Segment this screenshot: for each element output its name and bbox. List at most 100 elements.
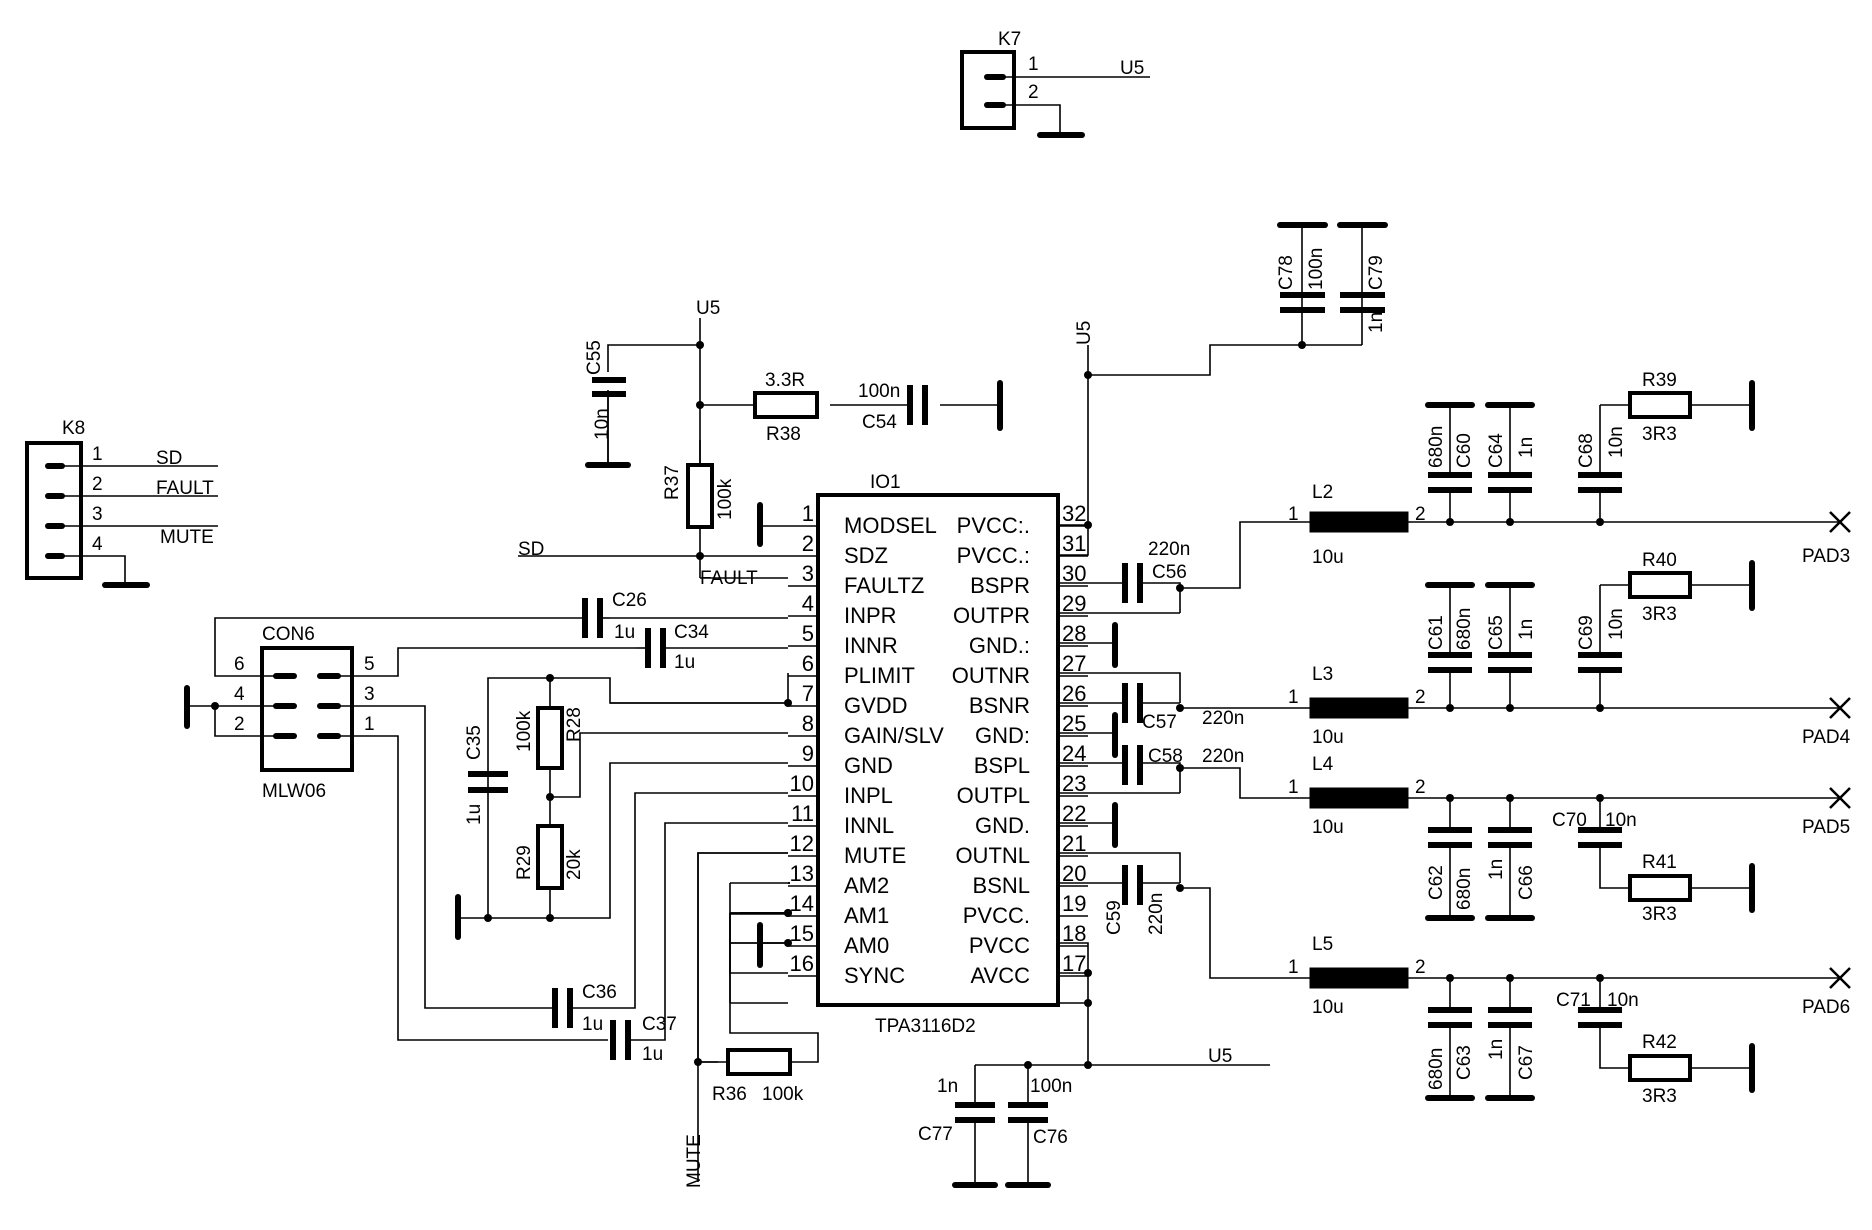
resistor-r39 [1628,391,1692,419]
ic-pin-name: PVCC.: [957,543,1030,568]
c60-val: 680n [1426,426,1447,468]
c64-val: 1n [1516,437,1537,458]
ic-pin-name: MODSEL [844,513,937,538]
c56-val: 220n [1148,539,1190,560]
input-caps-right: C26 1u C34 1u [582,590,788,673]
ic-pin-number: 13 [790,861,814,886]
ic-pin-name: OUTNL [955,843,1030,868]
k7-body [960,50,1016,130]
coil-pin: 2 [1415,777,1426,798]
k8-pin-num: 2 [92,474,103,495]
c62-val: 680n [1454,868,1475,910]
ic-pin-name: GND: [975,723,1030,748]
r28-val: 100k [514,710,535,752]
ic-pin-name: PVCC. [963,903,1030,928]
ic-pin-name: GND [844,753,893,778]
c71-val: 10n [1607,990,1639,1011]
ic-pin-number: 3 [802,561,814,586]
r41-val: 3R3 [1642,904,1677,925]
c67-val: 1n [1486,1039,1507,1060]
resistor-r40 [1628,571,1692,599]
junction [546,914,554,922]
k7-wires [1003,76,1150,135]
junction [1084,521,1092,529]
ic-pin-number: 22 [1062,801,1086,826]
k7-ref: K7 [998,29,1021,50]
ic-pin-name: BSPR [970,573,1030,598]
supply-block: R37 100k C55 10n U5 3.3R R38 100n C54 SD… [518,298,1003,589]
pad3-label: PAD3 [1802,546,1850,567]
c59-ref: C59 [1104,900,1125,935]
c65-val: 1n [1516,619,1537,640]
c63-ref: C63 [1454,1045,1475,1080]
avcc-supply: 1n C77 100n C76 U5 [918,942,1270,1188]
pad6-label: PAD6 [1802,997,1850,1018]
junction [1446,794,1454,802]
resistor-r36 [726,1048,792,1076]
con6-pin-num: 5 [364,654,375,675]
k8-pin-num: 1 [92,444,103,465]
filter-caps-lower: C62 680n 1n C66 C70 10n R41 3R3 680n C63… [1425,794,1755,1107]
ic-pin-number: 10 [790,771,814,796]
ic-pin-number: 32 [1062,501,1086,526]
junction [1506,974,1514,982]
ic-pin-name: AVCC [971,963,1031,988]
pad-mark [1829,967,1851,989]
c76-val: 100n [1030,1076,1072,1097]
net-label: FAULT [156,478,214,499]
ic-pin-number: 23 [1062,771,1086,796]
k8-ref: K8 [62,418,85,439]
c57-ref: C57 [1142,712,1177,733]
ic-pin-number: 19 [1062,891,1086,916]
con6-wires [214,617,636,737]
con6-body [260,646,354,772]
ic-pin-number: 1 [802,501,814,526]
c79-ref: C79 [1366,255,1387,290]
lc-filters: L2 10u 1 2 L3 10u 1 2 L4 10u 1 2 L5 10u … [1288,482,1840,1018]
c36-ref: C36 [582,982,617,1003]
c58-ref: C58 [1148,746,1183,767]
c35-val: 1u [464,804,485,825]
junction [1596,704,1604,712]
c65-ref: C65 [1486,615,1507,650]
c78-ref: C78 [1276,255,1297,290]
c62-ref: C62 [1426,865,1447,900]
c26-ref: C26 [612,590,647,611]
junction [1298,341,1306,349]
junction [696,341,704,349]
r40-val: 3R3 [1642,604,1677,625]
c59-val: 220n [1146,893,1167,935]
k8-wires [62,465,218,585]
ic-pin-number: 30 [1062,561,1086,586]
mute-label: MUTE [684,1134,705,1188]
ic-pin-name: BSNL [973,873,1030,898]
ic-pin-number: 31 [1062,531,1086,556]
junction [546,674,554,682]
c76-ref: C76 [1033,1127,1068,1148]
ic-pin-number: 8 [802,711,814,736]
c78-val: 100n [1306,248,1327,290]
c58-val: 220n [1202,746,1244,767]
c34-val: 1u [674,652,695,673]
con6-pin-num: 1 [364,714,375,735]
ic-pin-name: AM1 [844,903,889,928]
pad5-label: PAD5 [1802,817,1850,838]
r29-val: 20k [564,849,585,880]
ic-pin-name: BSNR [969,693,1030,718]
wires [1058,524,1089,556]
inductor-l2 [1309,511,1409,533]
ic-pin-name: GND.: [969,633,1030,658]
junction [1176,584,1184,592]
resistor-r29 [536,824,564,890]
mute-block [697,852,790,1182]
l4-ref: L4 [1312,754,1334,775]
ic-pin-name: GAIN/SLV [844,723,944,748]
c69-ref: C69 [1576,615,1597,650]
c68-val: 10n [1606,426,1627,458]
c77-ref: C77 [918,1124,953,1145]
coil-pin: 1 [1288,504,1299,525]
resistor-r37 [686,463,714,529]
junction [1446,704,1454,712]
pad4-label: PAD4 [1802,727,1851,748]
